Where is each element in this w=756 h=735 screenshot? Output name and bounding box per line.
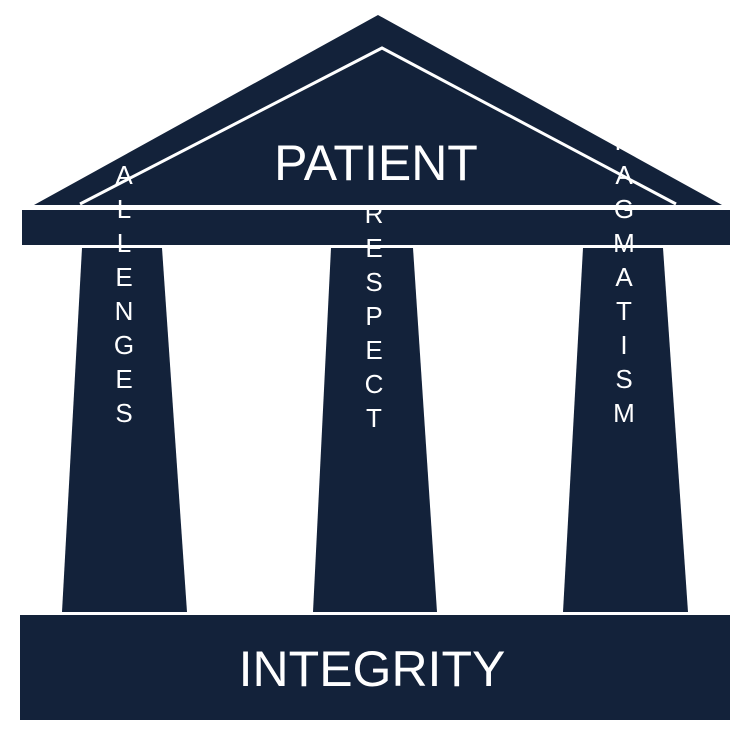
- pillar-respect: RESPECT: [313, 199, 437, 612]
- pillar-shape: [313, 248, 437, 612]
- roof: PATIENT: [34, 15, 722, 206]
- roof-inner-outline: [79, 46, 677, 206]
- pillar-label: CHALLENGES: [109, 92, 139, 432]
- roof-triangle: [34, 15, 722, 205]
- base-block: [20, 615, 730, 720]
- pillar-label: RESPECT: [359, 199, 389, 437]
- pillar-label: PRAGMATISM: [609, 92, 639, 432]
- base-label: INTEGRITY: [239, 641, 506, 697]
- pillar-shape: [563, 248, 688, 612]
- beam: [22, 210, 730, 245]
- pillar-pragmatism: PRAGMATISM: [563, 92, 688, 612]
- pillar-shape: [62, 248, 187, 612]
- roof-label: PATIENT: [274, 135, 478, 191]
- base: INTEGRITY: [20, 615, 730, 720]
- pillar-challenges: CHALLENGES: [62, 92, 187, 612]
